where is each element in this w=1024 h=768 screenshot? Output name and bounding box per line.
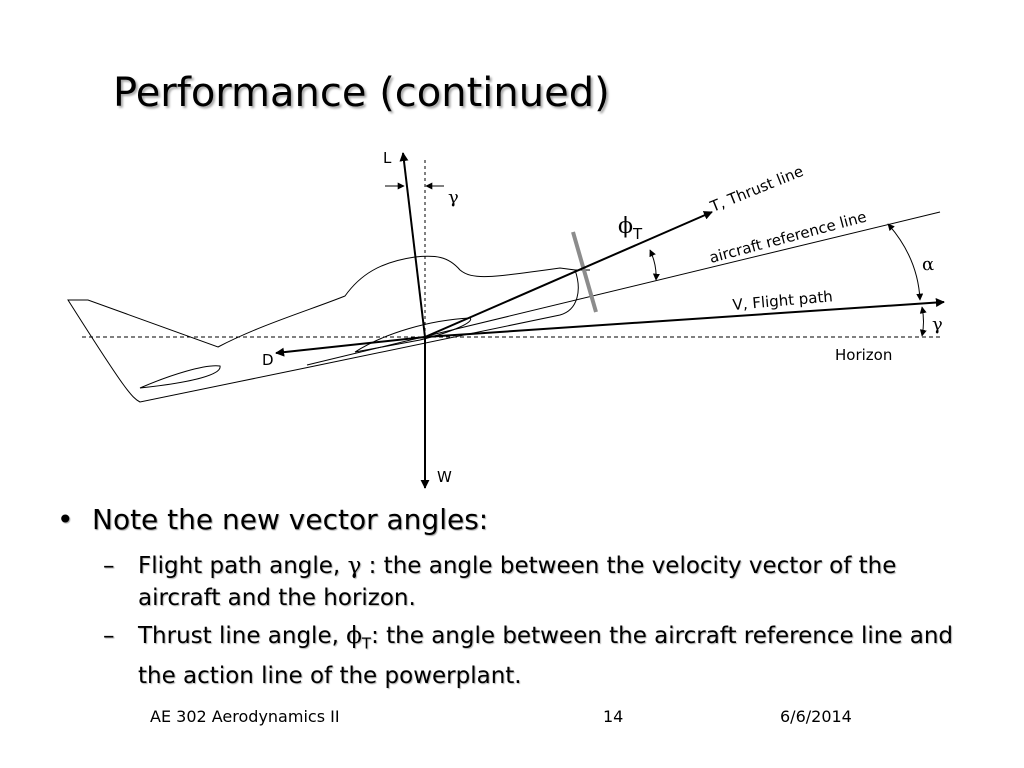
gamma-top-label: γ: [448, 187, 459, 208]
bullet-sub-flight-path: – Flight path angle, γ : the angle betwe…: [55, 550, 985, 614]
alpha-label: α: [922, 254, 934, 275]
drag-label: D: [262, 351, 274, 369]
aircraft-reference-line: [306, 211, 941, 366]
sub2-prefix: Thrust line angle,: [138, 623, 347, 649]
horizon-label: Horizon: [835, 346, 892, 364]
lift-vector: [399, 152, 426, 338]
gamma-angle-arc: [919, 306, 927, 337]
bullet-sub-thrust-line: – Thrust line angle, ϕT: the angle betwe…: [55, 620, 985, 692]
footer-page-number: 14: [603, 707, 624, 726]
bullet-marker: •: [57, 503, 74, 536]
sub2-text: : the angle between the aircraft referen…: [138, 623, 954, 689]
bullet-main-text: Note the new vector angles:: [92, 503, 489, 536]
weight-label: W: [437, 468, 452, 486]
sub-bullet-marker: –: [103, 623, 115, 649]
sub1-prefix: Flight path angle,: [138, 553, 348, 579]
gamma-right-label: γ: [932, 314, 943, 335]
lift-label: L: [383, 149, 392, 167]
sub1-text: : the angle between the velocity vector …: [138, 553, 897, 611]
sub2-subscript: T: [361, 634, 372, 653]
thrust-vector: [424, 211, 713, 338]
aircraft-outline: [67, 255, 590, 403]
alpha-angle-arc: [887, 223, 924, 301]
velocity-vector: [424, 298, 945, 338]
phi-label: ϕT: [618, 214, 643, 243]
phi-angle-arc: [649, 249, 660, 281]
slide-title: Performance (continued): [113, 70, 610, 116]
bullet-main: • Note the new vector angles:: [55, 502, 985, 538]
propeller-disc: [571, 231, 598, 313]
footer-date: 6/6/2014: [780, 707, 852, 726]
bullet-list: • Note the new vector angles: – Flight p…: [55, 502, 985, 692]
thrust-line-label: T, Thrust line: [707, 162, 806, 216]
footer-course: AE 302 Aerodynamics II: [150, 707, 340, 726]
drag-vector: [275, 336, 426, 357]
sub-bullet-marker: –: [103, 553, 115, 579]
sub2-symbol: ϕ: [346, 623, 362, 649]
sub1-symbol: γ: [347, 553, 362, 579]
reference-line-label: aircraft reference line: [707, 208, 868, 267]
